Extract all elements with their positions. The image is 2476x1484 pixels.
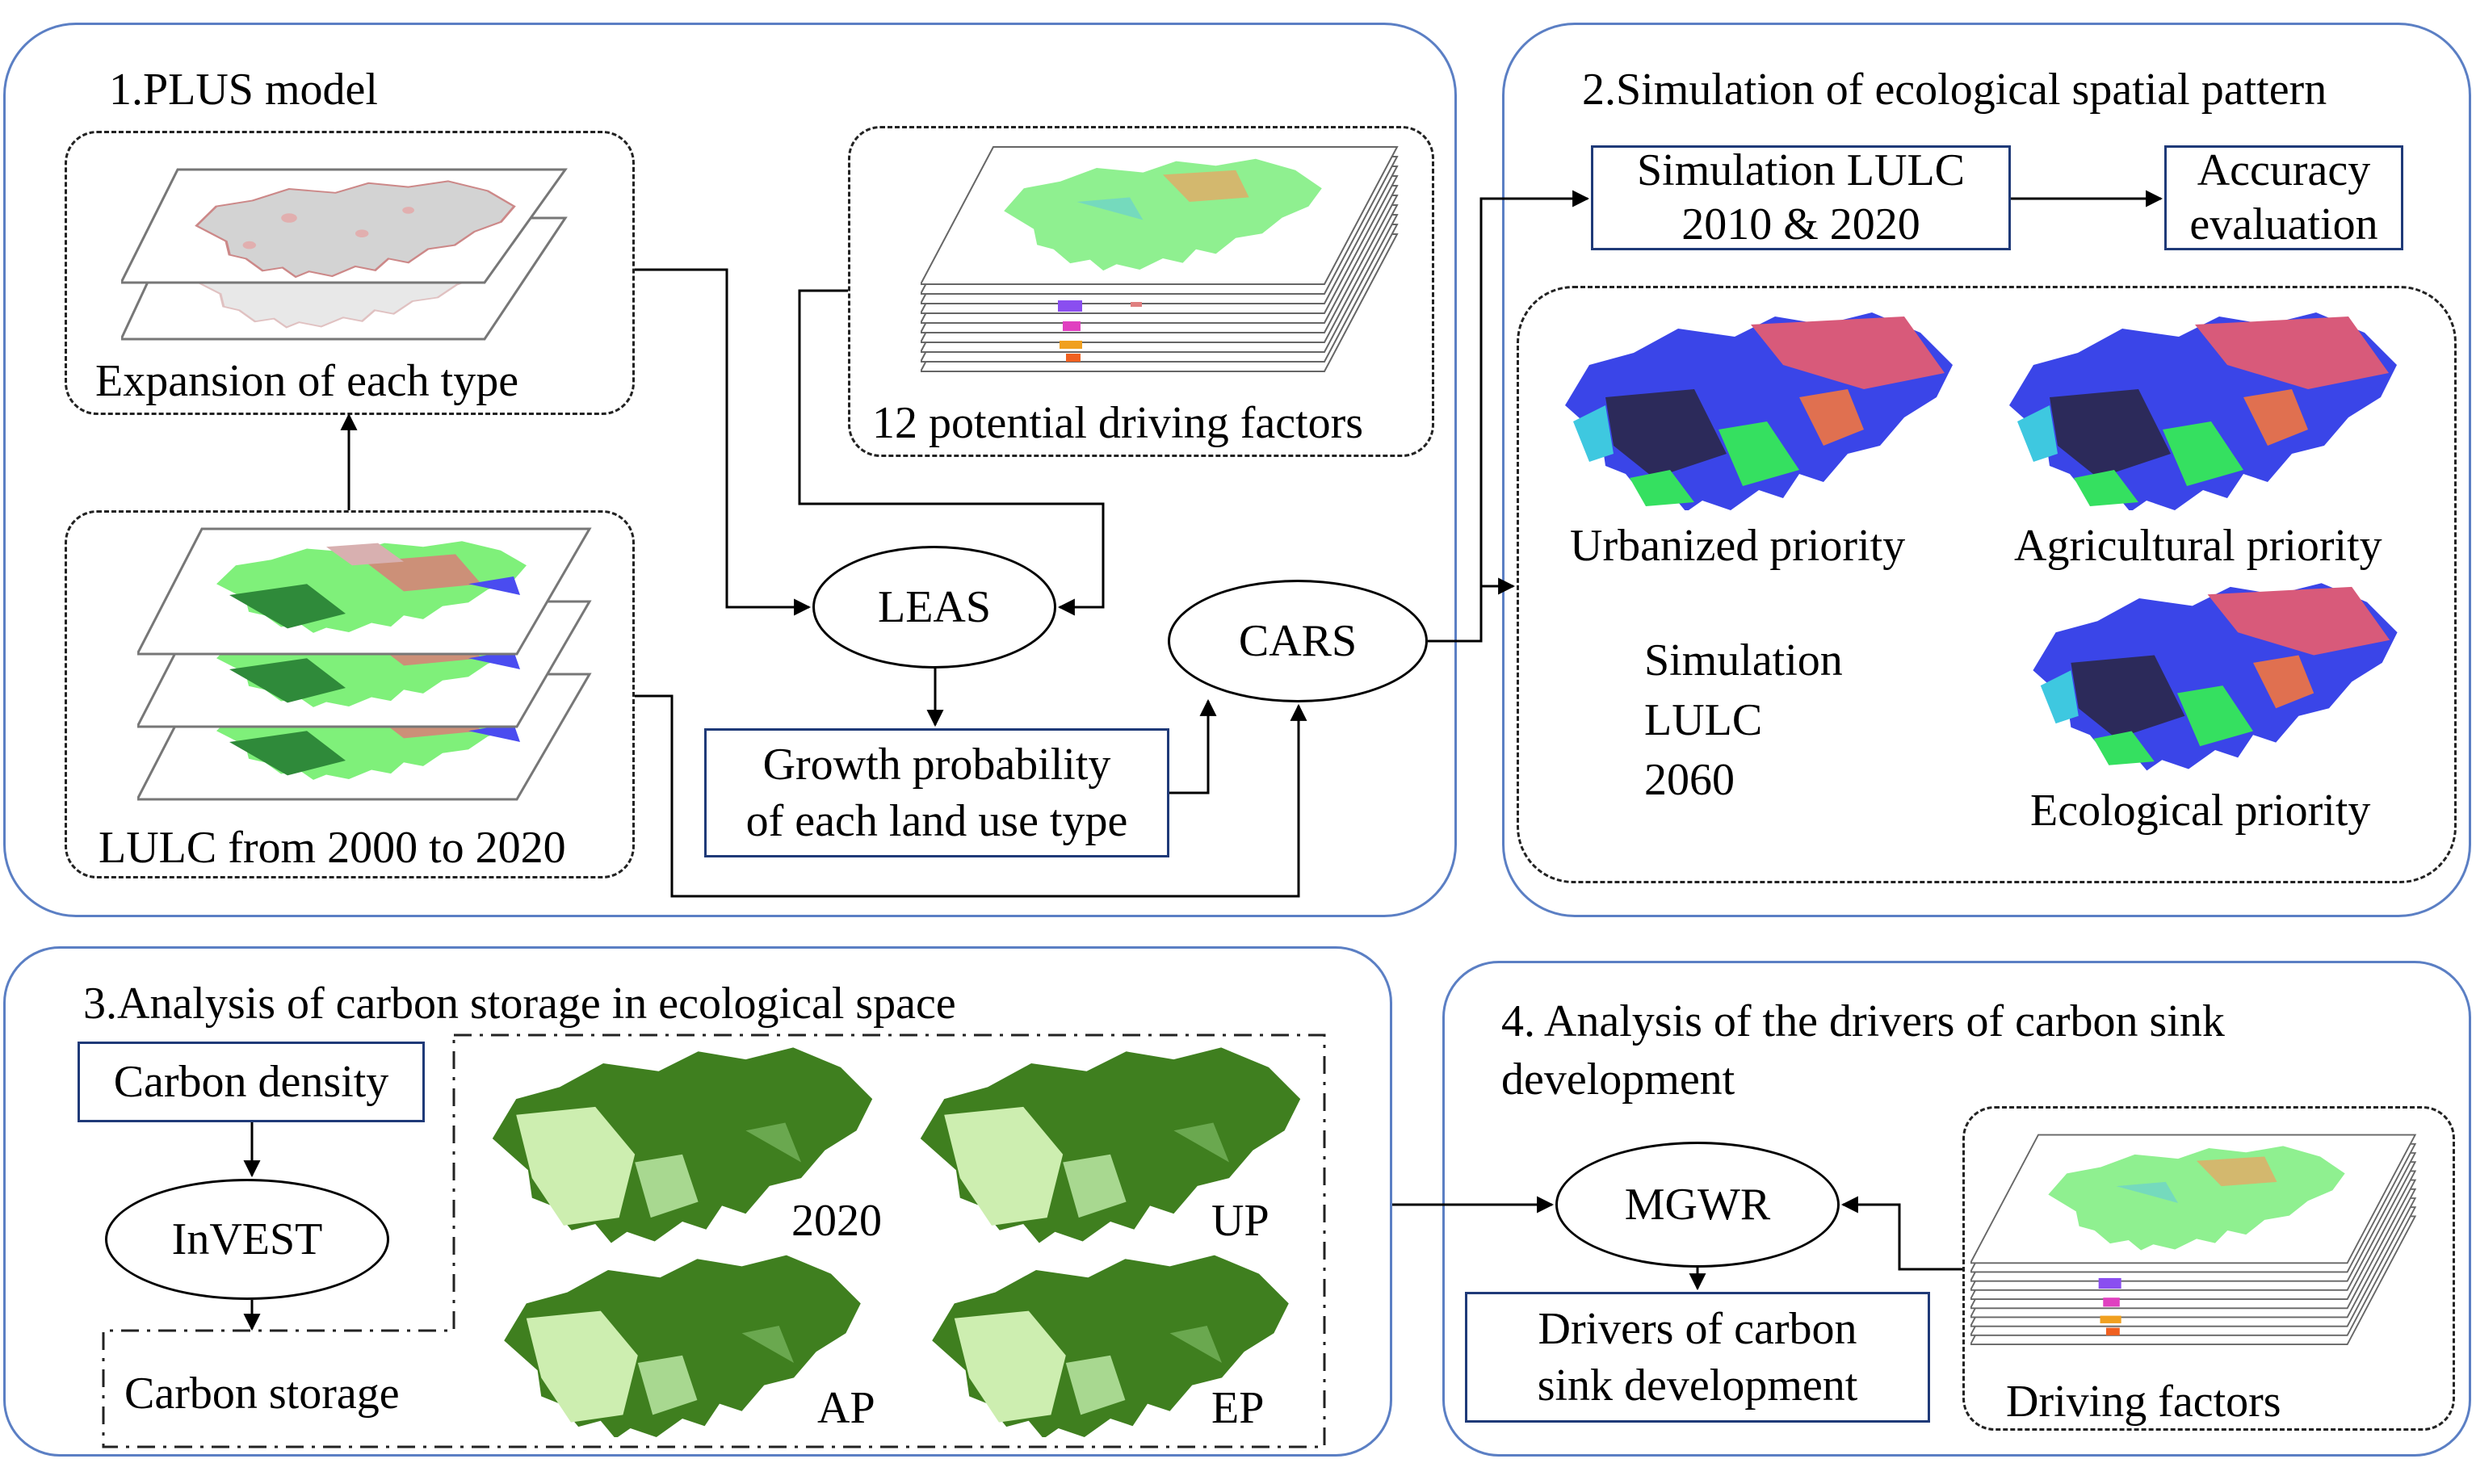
lulc-box [65, 510, 635, 878]
carbon-storage-dash-outline [102, 1033, 1326, 1448]
driving-factors-map-stack [1970, 1134, 2417, 1345]
carbon-map-up [920, 1047, 1301, 1243]
invest-label: InVEST [171, 1214, 323, 1264]
agricultural-priority-map [2009, 312, 2397, 510]
urbanized-priority-map [1565, 312, 1953, 510]
panel-title: 1.PLUS model [109, 65, 378, 115]
drivers-line-2: sink development [1537, 1360, 1858, 1411]
panel-title-continued: development [1501, 1054, 1735, 1105]
sim-line-2: 2010 & 2020 [1681, 199, 1920, 249]
panel-title: 3.Analysis of carbon storage in ecologic… [83, 979, 956, 1029]
invest-node: InVEST [105, 1179, 389, 1300]
carbon-map-ap [504, 1255, 861, 1437]
map-ep-label: EP [1211, 1383, 1265, 1433]
accuracy-evaluation-box: Accuracy evaluation [2164, 145, 2403, 250]
ecological-label: Ecological priority [2030, 786, 2371, 836]
driving-factors-label: Driving factors [2006, 1377, 2281, 1427]
mgwr-label: MGWR [1624, 1180, 1771, 1230]
map-ap-label: AP [817, 1383, 875, 1433]
carbon-map-2020 [492, 1047, 873, 1243]
factors-map-stack [921, 146, 1399, 372]
lulc-label: LULC from 2000 to 2020 [99, 823, 566, 873]
carbon-map-ep [932, 1255, 1289, 1437]
acc-line-1: Accuracy [2197, 145, 2371, 195]
carbon-storage-label: Carbon storage [124, 1369, 400, 1419]
simulation-lulc-box: Simulation LULC 2010 & 2020 [1591, 145, 2011, 250]
lulc-map-stack [137, 527, 592, 801]
carbon-density-box: Carbon density [78, 1042, 425, 1122]
cars-label: CARS [1238, 616, 1358, 666]
panel-carbon-storage: 3.Analysis of carbon storage in ecologic… [3, 946, 1392, 1457]
acc-line-2: evaluation [2189, 199, 2378, 249]
driving-factors-box [1962, 1106, 2455, 1431]
panel-title: 2.Simulation of ecological spatial patte… [1582, 65, 2327, 115]
drivers-box: Drivers of carbon sink development [1465, 1292, 1930, 1423]
simulation-2060-line-3: 2060 [1644, 755, 1735, 805]
urbanized-label: Urbanized priority [1570, 521, 1906, 571]
simulation-2060-line-2: LULC [1644, 695, 1763, 745]
map-2020-label: 2020 [791, 1196, 882, 1246]
sim-line-1: Simulation LULC [1637, 145, 1965, 195]
panel-title: 4. Analysis of the drivers of carbon sin… [1501, 996, 2225, 1046]
expansion-map-stack [121, 168, 568, 341]
map-up-label: UP [1211, 1196, 1269, 1246]
agricultural-label: Agricultural priority [2014, 521, 2382, 571]
simulation-2060-line-1: Simulation [1644, 635, 1843, 685]
expansion-label: Expansion of each type [95, 356, 519, 406]
carbon-density-label: Carbon density [113, 1057, 389, 1107]
panel-drivers: 4. Analysis of the drivers of carbon sin… [1442, 961, 2471, 1457]
ecological-priority-map [2033, 583, 2398, 771]
drivers-line-1: Drivers of carbon [1538, 1304, 1857, 1354]
mgwr-node: MGWR [1555, 1142, 1840, 1268]
